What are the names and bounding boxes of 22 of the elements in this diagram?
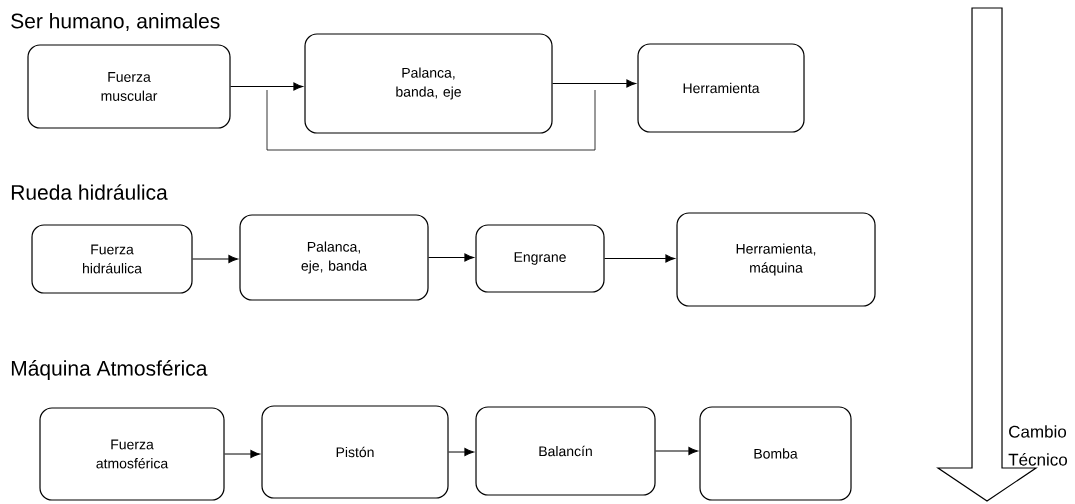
arrow — [224, 449, 260, 459]
arrow — [192, 254, 238, 264]
arrow — [448, 447, 474, 457]
process-box: Engrane — [475, 224, 605, 293]
process-box: Bomba — [699, 406, 852, 501]
arrow — [655, 446, 698, 456]
arrow — [604, 254, 675, 263]
process-box: Fuerza muscular — [27, 44, 231, 129]
process-box: Balancín — [475, 406, 656, 496]
process-box: Pistón — [261, 405, 449, 499]
process-box: Herramienta, máquina — [676, 212, 876, 307]
process-box: Fuerza atmosférica — [39, 407, 225, 501]
arrow — [552, 79, 636, 88]
arrow — [428, 253, 474, 262]
process-box: Herramienta — [637, 43, 805, 133]
process-box: Fuerza hidráulica — [31, 224, 193, 294]
arrow — [230, 82, 303, 91]
section-heading: Rueda hidráulica — [11, 184, 168, 200]
process-box: Palanca, eje, banda — [239, 214, 429, 301]
arrow-label: Cambio Técnico — [1008, 425, 1067, 466]
process-box: Palanca, banda, eje — [304, 33, 553, 134]
section-heading: Máquina Atmosférica — [11, 360, 208, 380]
